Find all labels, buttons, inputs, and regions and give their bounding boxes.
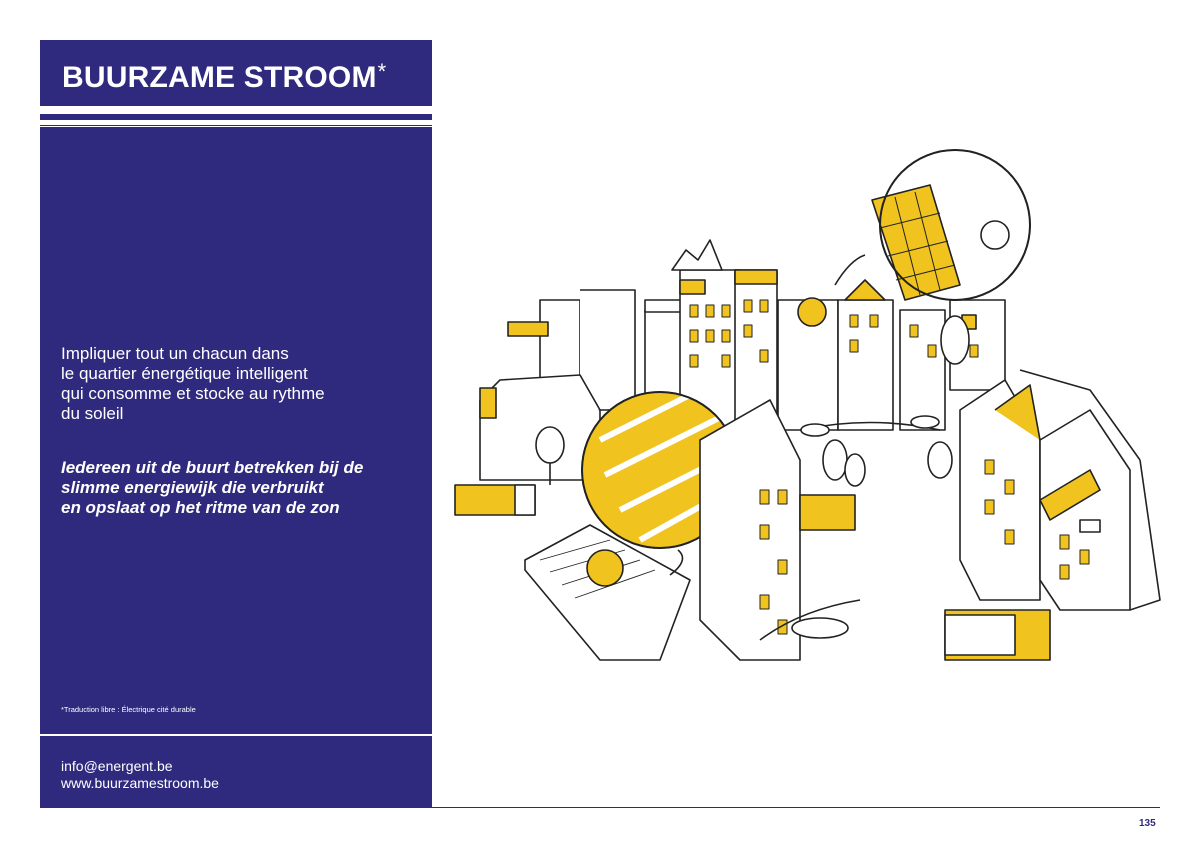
fr-line: Impliquer tout un chacun dans [61, 344, 289, 363]
nl-line: Iedereen uit de buurt betrekken bij de [61, 458, 364, 477]
title-box: BUURZAME STROOM* [40, 40, 432, 106]
fr-line: qui consomme et stocke au rythme [61, 384, 325, 403]
fr-line: le quartier énergétique intelligent [61, 364, 308, 383]
title-asterisk: * [377, 59, 387, 84]
description-panel: Impliquer tout un chacun dans le quartie… [40, 127, 432, 734]
contact-website-link[interactable]: www.buurzamestroom.be [61, 775, 219, 791]
page-title: BUURZAME STROOM* [62, 59, 386, 95]
neighbourhood-illustration [454, 149, 1161, 661]
dutch-description: Iedereen uit de buurt betrekken bij de s… [61, 458, 421, 518]
contact-email-link[interactable]: info@energent.be [61, 758, 173, 774]
title-divider-thick [40, 114, 432, 120]
fr-line: du soleil [61, 404, 124, 423]
nl-line: slimme energiewijk die verbruikt [61, 478, 324, 497]
footer-rule [432, 807, 1160, 808]
french-description: Impliquer tout un chacun dans le quartie… [61, 344, 421, 424]
contact-panel: info@energent.be www.buurzamestroom.be [40, 736, 432, 808]
translation-footnote: *Traduction libre : Électrique cité dura… [61, 705, 196, 714]
page-number: 135 [1139, 818, 1156, 829]
title-text: BUURZAME STROOM [62, 61, 377, 94]
title-divider-thin [40, 125, 432, 126]
nl-line: en opslaat op het ritme van de zon [61, 498, 340, 517]
